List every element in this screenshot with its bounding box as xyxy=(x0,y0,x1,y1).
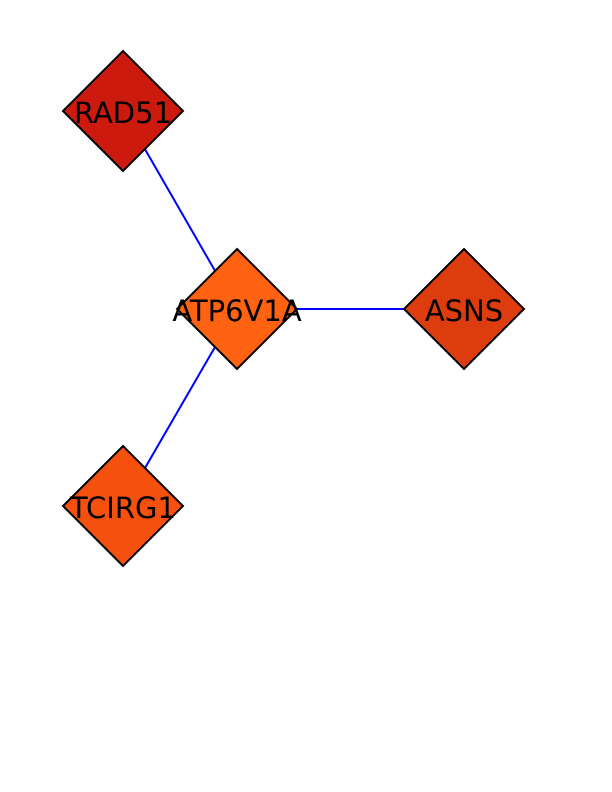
node-tcirg1[interactable]: TCIRG1 xyxy=(61,444,185,568)
node-label-tcirg1: TCIRG1 xyxy=(69,491,176,525)
node-diamond-rad51 xyxy=(61,49,185,173)
node-diamond-tcirg1 xyxy=(61,444,185,568)
node-atp6v1a[interactable]: ATP6V1A xyxy=(172,247,302,371)
node-label-rad51: RAD51 xyxy=(74,96,172,130)
node-diamond-atp6v1a xyxy=(175,247,299,371)
node-asns[interactable]: ASNS xyxy=(402,247,526,371)
node-diamond-asns xyxy=(402,247,526,371)
node-label-asns: ASNS xyxy=(425,294,503,328)
node-rad51[interactable]: RAD51 xyxy=(61,49,185,173)
node-label-atp6v1a: ATP6V1A xyxy=(172,294,302,328)
